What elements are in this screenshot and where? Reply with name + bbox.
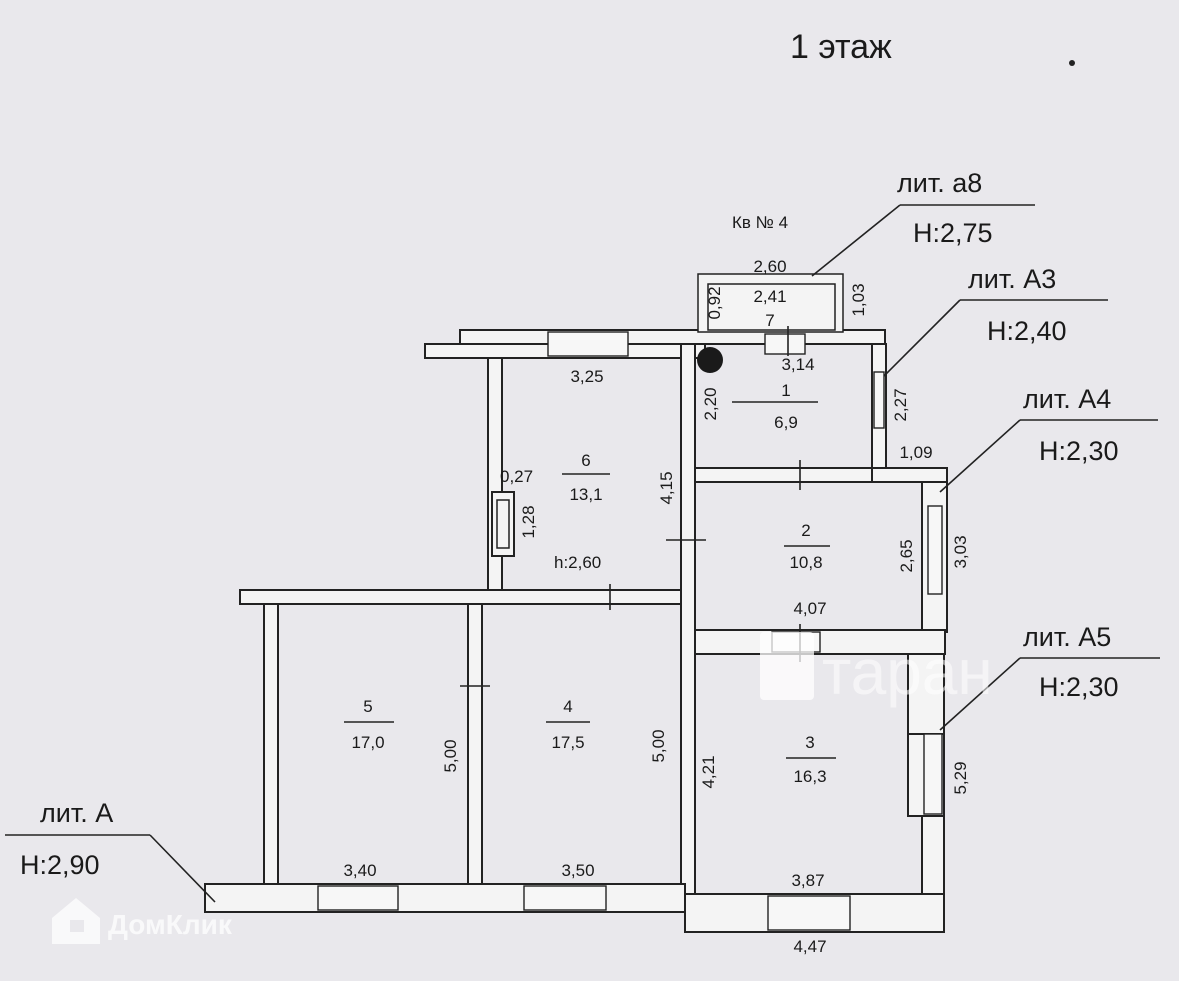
watermark-taran: таран xyxy=(822,636,993,708)
wall-r5-r4 xyxy=(467,603,483,885)
dim-r1-bottom: 1,09 xyxy=(899,443,932,462)
dimensions: 2,60 2,41 0,92 1,03 3,14 2,20 2,27 1,09 … xyxy=(343,257,970,956)
dim-r2-outer: 3,03 xyxy=(951,535,970,568)
liter-a5-height: H:2,30 xyxy=(1039,672,1119,702)
dim-r5-right: 5,00 xyxy=(441,739,460,772)
room-5-number: 5 xyxy=(363,697,372,716)
speck-mark xyxy=(1069,60,1075,66)
dim-porch-left: 0,92 xyxy=(705,286,724,319)
dim-r4-right: 5,00 xyxy=(649,729,668,762)
liter-a4-height: H:2,30 xyxy=(1039,436,1119,466)
leader-a-diag xyxy=(149,834,216,903)
room-3-number: 3 xyxy=(805,733,814,752)
liter-a4-name: лит. А4 xyxy=(1023,384,1111,414)
room-6-number: 6 xyxy=(581,451,590,470)
window-bottom-r5 xyxy=(317,885,399,911)
dim-r3-bottom: 3,87 xyxy=(791,871,824,890)
dim-r3-right: 5,29 xyxy=(951,761,970,794)
dim-porch-inner: 2,41 xyxy=(753,287,786,306)
porch-inner xyxy=(707,283,836,331)
dim-r4-bottom: 3,50 xyxy=(561,861,594,880)
room-5-area: 17,0 xyxy=(351,733,384,752)
room-3-area: 16,3 xyxy=(793,767,826,786)
dim-porch-right: 1,03 xyxy=(849,283,868,316)
window-r2-right xyxy=(927,505,943,595)
leader-a3 xyxy=(883,299,961,377)
watermark-taran-icon xyxy=(760,632,814,700)
wall-r5-left xyxy=(263,603,279,885)
watermarks: таран ДомКлик xyxy=(52,632,993,944)
dim-porch-top: 2,60 xyxy=(753,257,786,276)
window-bottom-r3 xyxy=(767,895,851,931)
wall-r1-bottom xyxy=(694,467,886,483)
room-labels: 1 6,9 2 10,8 3 16,3 4 17,5 5 17,0 6 13,1… xyxy=(344,311,836,786)
room-2-number: 2 xyxy=(801,521,810,540)
window-r3-right xyxy=(923,733,943,815)
liter-a3-name: лит. А3 xyxy=(968,264,1056,294)
wall-r6-right xyxy=(680,343,696,905)
dim-r2-right: 2,65 xyxy=(897,539,916,572)
dim-r6-top: 3,25 xyxy=(570,367,603,386)
liter-a-height: H:2,90 xyxy=(20,850,100,880)
leader-a5 xyxy=(939,657,1021,731)
room-7-number: 7 xyxy=(765,311,774,330)
dim-stove-h: 1,28 xyxy=(519,505,538,538)
wall-r3-right xyxy=(907,653,945,735)
leader-lines xyxy=(5,204,1160,903)
room-4-area: 17,5 xyxy=(551,733,584,752)
dim-r1-left: 2,20 xyxy=(701,387,720,420)
room-1-number: 1 xyxy=(781,381,790,400)
window-top-r6 xyxy=(547,331,629,357)
boiler-dot xyxy=(697,347,723,373)
dim-r1-right: 2,27 xyxy=(891,388,910,421)
leader-a8 xyxy=(811,204,901,277)
wall-r2-top-ext xyxy=(871,467,948,483)
openings xyxy=(317,326,943,931)
liter-a8-height: H:2,75 xyxy=(913,218,993,248)
watermark-domclick: ДомКлик xyxy=(108,909,233,940)
apartment-label: Кв № 4 xyxy=(732,213,788,232)
liter-a5-name: лит. А5 xyxy=(1023,622,1111,652)
window-top-r1 xyxy=(764,333,806,355)
window-r1-right xyxy=(873,371,885,429)
liter-a3-height: H:2,40 xyxy=(987,316,1067,346)
leader-a4 xyxy=(939,419,1021,493)
wall-bottom-left xyxy=(204,883,686,913)
wall-middle xyxy=(239,589,682,605)
dim-r5-bottom: 3,40 xyxy=(343,861,376,880)
stove-inner xyxy=(496,499,510,549)
dim-stove-w: 0,27 xyxy=(500,467,533,486)
liter-a8-name: лит. а8 xyxy=(897,168,982,198)
watermark-domclick-icon xyxy=(52,898,100,944)
liter-a-name: лит. А xyxy=(40,798,113,828)
dim-r6-right: 4,15 xyxy=(657,471,676,504)
room-6-height: h:2,60 xyxy=(554,553,601,572)
dim-r3-left: 4,21 xyxy=(699,755,718,788)
window-bottom-r4 xyxy=(523,885,607,911)
room-6-area: 13,1 xyxy=(569,485,602,504)
room-1-area: 6,9 xyxy=(774,413,798,432)
dim-r2-bottom: 4,07 xyxy=(793,599,826,618)
dim-outer-bottom: 4,47 xyxy=(793,937,826,956)
page-title: 1 этаж xyxy=(790,28,892,66)
room-2-area: 10,8 xyxy=(789,553,822,572)
room-4-number: 4 xyxy=(563,697,572,716)
dim-r1-top: 3,14 xyxy=(781,355,814,374)
